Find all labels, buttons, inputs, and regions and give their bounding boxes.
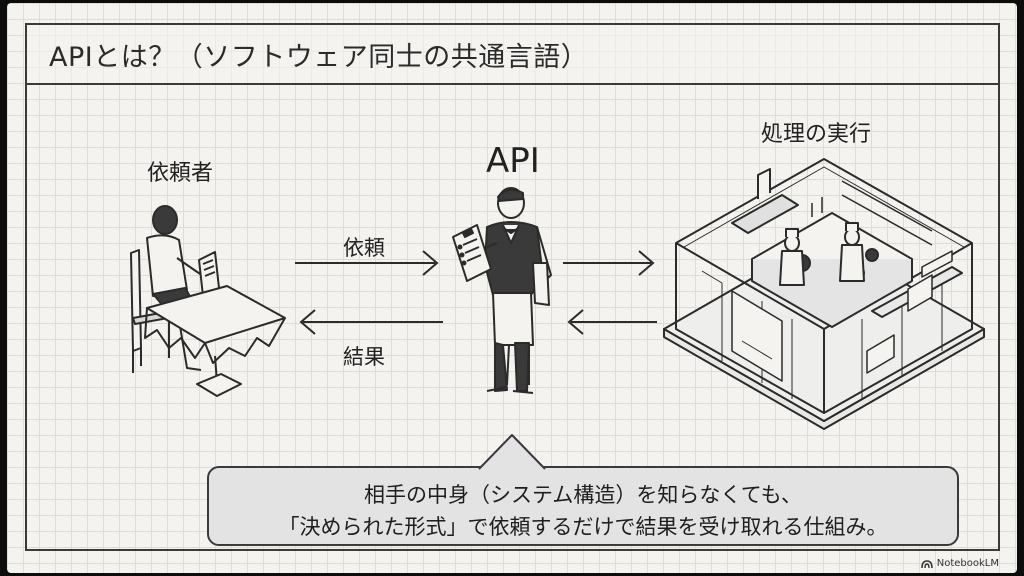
api-label: API bbox=[486, 141, 540, 181]
request-arrow-label: 依頼 bbox=[343, 236, 385, 260]
slide: APIとは？（ソフトウェア同士の共通言語） 依頼者 API 処理の実行 依頼 結… bbox=[7, 3, 1017, 573]
callout-pointer bbox=[478, 434, 546, 472]
kitchen-icon bbox=[663, 158, 985, 430]
slide-title: APIとは？（ソフトウェア同士の共通言語） bbox=[49, 42, 589, 73]
callout-bubble: 相手の中身（システム構造）を知らなくても、 「決められた形式」で依頼するだけで結… bbox=[207, 466, 959, 546]
callout-line-2: 「決められた形式」で依頼するだけで結果を受け取れる仕組み。 bbox=[278, 515, 888, 539]
requester-label: 依頼者 bbox=[147, 161, 214, 186]
brand-watermark: NotebookLM bbox=[920, 558, 999, 569]
forward-arrow bbox=[563, 250, 655, 276]
result-arrow bbox=[299, 309, 443, 335]
request-arrow bbox=[295, 250, 439, 276]
customer-at-table-icon bbox=[130, 205, 286, 397]
return-arrow bbox=[567, 309, 657, 335]
title-bar: APIとは？（ソフトウェア同士の共通言語） bbox=[25, 23, 1000, 85]
notebooklm-logo-icon bbox=[920, 559, 933, 568]
callout-line-1: 相手の中身（システム構造）を知らなくても、 bbox=[363, 483, 803, 507]
result-arrow-label: 結果 bbox=[343, 345, 385, 369]
waiter-icon bbox=[452, 187, 552, 394]
backend-label: 処理の実行 bbox=[761, 122, 872, 147]
brand-name: NotebookLM bbox=[936, 558, 999, 569]
